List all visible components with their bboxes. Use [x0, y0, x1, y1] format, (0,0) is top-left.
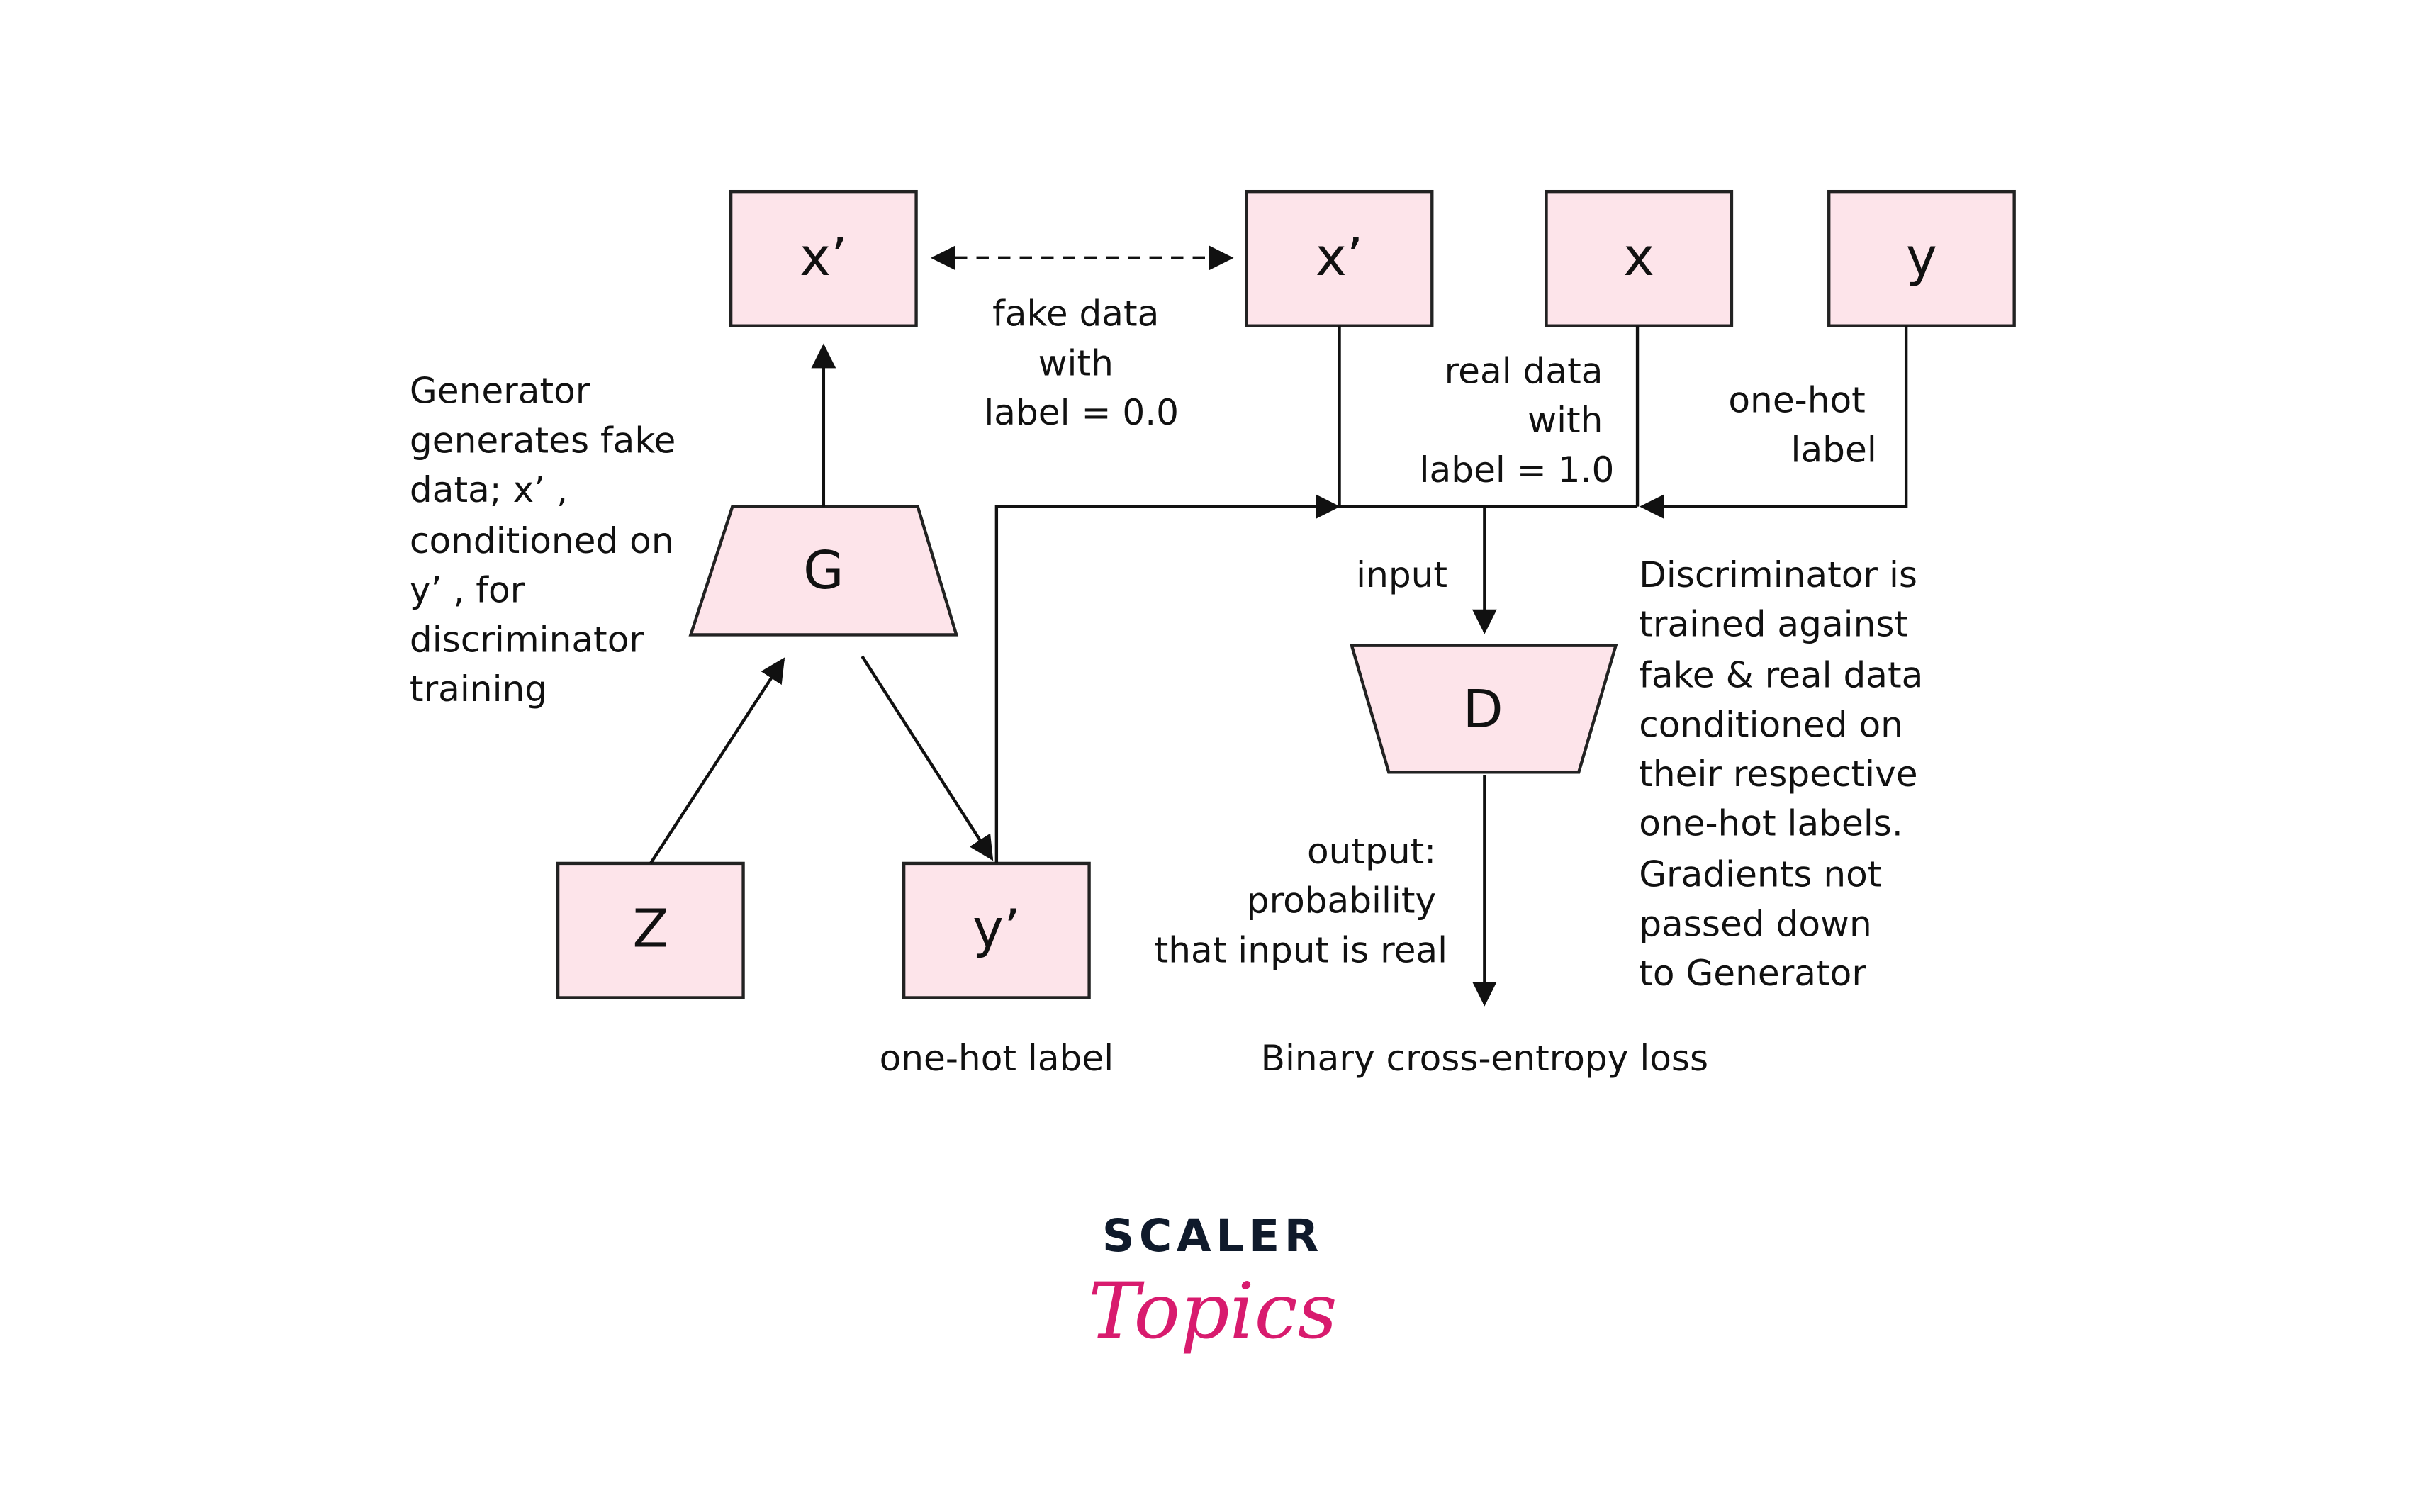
node-label: Z — [632, 899, 668, 960]
generator-note: Generator generates fake data; x’ , cond… — [410, 370, 687, 710]
discriminator-note: Discriminator is trained against fake & … — [1639, 554, 1934, 994]
node-label: y’ — [973, 899, 1020, 960]
input-label: input — [1356, 554, 1447, 595]
connectors — [649, 245, 1908, 1007]
node-label: G — [803, 540, 844, 601]
node-x-prime-generated: x’ — [729, 189, 918, 327]
line-fake-real-join — [1338, 325, 1638, 508]
node-label: x’ — [1316, 227, 1363, 288]
node-x-prime-fake: x’ — [1245, 189, 1434, 327]
node-label: x’ — [800, 227, 847, 288]
logo-topics: Topics — [1088, 1266, 1337, 1356]
one-hot-label-bottom: one-hot label — [880, 1037, 1114, 1079]
arrow-z-to-g — [649, 657, 785, 865]
arrow-g-to-y-prime — [861, 655, 994, 861]
node-x-real: x — [1545, 189, 1734, 327]
real-data-label: real data with label = 1.0 — [1420, 349, 1615, 490]
discriminator-trapezoid: D — [1350, 644, 1618, 774]
node-label: x — [1623, 227, 1654, 288]
output-label: output: probability that input is real — [1155, 830, 1447, 970]
loss-label: Binary cross-entropy loss — [1261, 1037, 1709, 1079]
arrow-y-to-input — [1640, 325, 1908, 520]
node-z: Z — [556, 861, 745, 999]
scaler-topics-logo: SCALER Topics — [1088, 1209, 1337, 1356]
node-label: y — [1906, 227, 1937, 288]
logo-scaler: SCALER — [1102, 1209, 1323, 1262]
generator-trapezoid: G — [688, 505, 959, 637]
node-label: D — [1463, 679, 1503, 740]
fake-data-label: fake data with label = 0.0 — [984, 293, 1179, 433]
node-y-prime: y’ — [902, 861, 1091, 999]
arrow-y-prime-to-input — [994, 494, 1340, 863]
node-y-real: y — [1827, 189, 2016, 327]
one-hot-label-top: one-hot label — [1728, 379, 1876, 471]
